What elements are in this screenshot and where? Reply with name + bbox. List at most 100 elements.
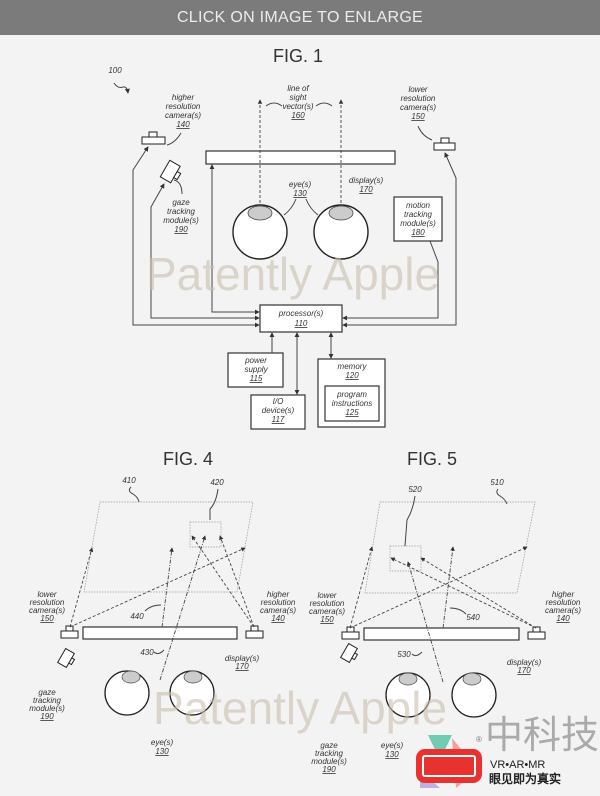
conn-lower-cam: [342, 152, 457, 328]
ref-540: 540: [466, 613, 480, 622]
gaze-region-520: [389, 545, 422, 572]
label-text: display(s): [225, 654, 260, 663]
label-text: resolution: [166, 102, 201, 111]
label-text: module(s): [311, 757, 347, 766]
enlarge-banner[interactable]: CLICK ON IMAGE TO ENLARGE: [0, 0, 600, 35]
label-text: resolution: [261, 598, 296, 607]
figure-1: FIG. 1 100: [108, 46, 457, 430]
program-instructions-box: [324, 385, 380, 422]
registered-mark: ®: [476, 735, 482, 744]
label-text: 170: [517, 666, 531, 675]
label-lower-camera: lower resolution camera(s) 150: [400, 85, 436, 121]
fig4-label-lower-camera: lower resolution camera(s) 150: [29, 590, 65, 623]
label-text: module(s): [400, 219, 436, 228]
label-text: camera(s): [29, 606, 65, 615]
label-text: 117: [272, 415, 285, 424]
fig5-label-lower-camera: lower resolution camera(s) 150: [309, 591, 345, 624]
label-text: memory: [338, 362, 368, 371]
label-text: 190: [174, 225, 188, 234]
label-text: module(s): [163, 216, 199, 225]
label-text: display(s): [349, 176, 384, 185]
ref-420: 420: [210, 478, 224, 487]
label-text: higher: [267, 590, 290, 599]
ref-430: 430: [140, 648, 154, 657]
label-text: lower: [37, 590, 56, 599]
label-display: display(s) 170: [349, 176, 384, 194]
ref-pointer: [113, 82, 130, 94]
conn-motion: [342, 240, 439, 321]
watermark-top: Patently Apple: [146, 248, 440, 300]
label-text: gaze: [38, 688, 56, 697]
label-text: camera(s): [165, 111, 201, 120]
fig4-title: FIG. 4: [163, 449, 213, 469]
label-text: 140: [556, 614, 570, 623]
fig5-higher-camera-icon: [527, 626, 546, 640]
fig5-label-gaze: gaze tracking module(s) 190: [311, 741, 347, 774]
label-text: 140: [176, 120, 190, 129]
label-text: resolution: [546, 598, 581, 607]
label-text: I/O: [273, 397, 284, 406]
io-device-box: [250, 394, 306, 430]
logo-mark: [416, 749, 482, 783]
fig5-title: FIG. 5: [407, 449, 457, 469]
label-text: program: [336, 390, 367, 399]
fig5-display-bar: [363, 627, 520, 641]
fig5-label-eyes: eye(s) 130: [381, 741, 404, 759]
label-text: camera(s): [309, 607, 345, 616]
gaze-region-420: [189, 521, 222, 548]
fig1-ref-100: 100: [108, 66, 122, 75]
label-text: 180: [411, 228, 425, 237]
gaze-tracking-camera-icon: [159, 159, 182, 184]
leader: [173, 179, 183, 195]
label-motion: motion tracking module(s) 180: [400, 201, 436, 237]
fig5-label-higher-camera: higher resolution camera(s) 140: [545, 590, 581, 623]
figure-5: FIG. 5 520 510 540 530 lower resolution …: [309, 449, 581, 774]
label-text: supply: [244, 365, 268, 374]
conn-higher-cam: [132, 146, 260, 328]
fig4-gaze-camera-icon: [56, 647, 76, 669]
label-text: 150: [411, 112, 425, 121]
tagline-bottom: 眼见即为真实: [489, 771, 561, 786]
label-text: instructions: [332, 399, 372, 408]
field-of-view-410: [83, 501, 254, 593]
processor-box: [259, 304, 343, 333]
display-bar: [205, 150, 396, 165]
ref-530: 530: [397, 650, 411, 659]
label-text: line of: [287, 84, 309, 93]
label-text: 130: [293, 189, 307, 198]
fig5-gaze-camera-icon: [339, 642, 359, 664]
label-text: eye(s): [289, 180, 312, 189]
sight-leaders: [265, 102, 333, 107]
label-text: 190: [322, 765, 336, 774]
label-text: camera(s): [260, 606, 296, 615]
label-text: higher: [172, 93, 195, 102]
label-text: 160: [291, 111, 305, 120]
label-text: 125: [345, 408, 359, 417]
label-text: lower: [408, 85, 427, 94]
label-text: vector(s): [282, 102, 313, 111]
label-text: device(s): [262, 406, 295, 415]
label-text: 190: [40, 712, 54, 721]
conn-display: [209, 164, 260, 315]
label-text: 140: [271, 614, 285, 623]
fig5-eyes: [385, 672, 497, 718]
label-line-of-sight: line of sight vector(s) 160: [282, 84, 313, 120]
label-text: 115: [250, 374, 263, 383]
label-higher-camera: higher resolution camera(s) 140: [165, 93, 201, 129]
label-eyes: eye(s) 130: [289, 180, 312, 198]
watermark-bottom: Patently Apple: [153, 682, 447, 734]
label-text: tracking: [315, 749, 344, 758]
label-memory: memory 120: [338, 362, 368, 380]
fig5-label-display: display(s) 170: [507, 658, 542, 675]
label-text: power: [244, 356, 267, 365]
label-text: module(s): [29, 704, 65, 713]
label-io: I/O device(s) 117: [262, 397, 295, 424]
brand-name: 中科技: [485, 713, 599, 757]
label-text: 130: [385, 750, 399, 759]
fig4-lower-camera-icon: [60, 625, 79, 639]
fig4-higher-camera-icon: [245, 625, 264, 639]
label-text: 170: [235, 662, 249, 671]
fig4-display-bar: [82, 626, 238, 640]
label-text: higher: [552, 590, 575, 599]
